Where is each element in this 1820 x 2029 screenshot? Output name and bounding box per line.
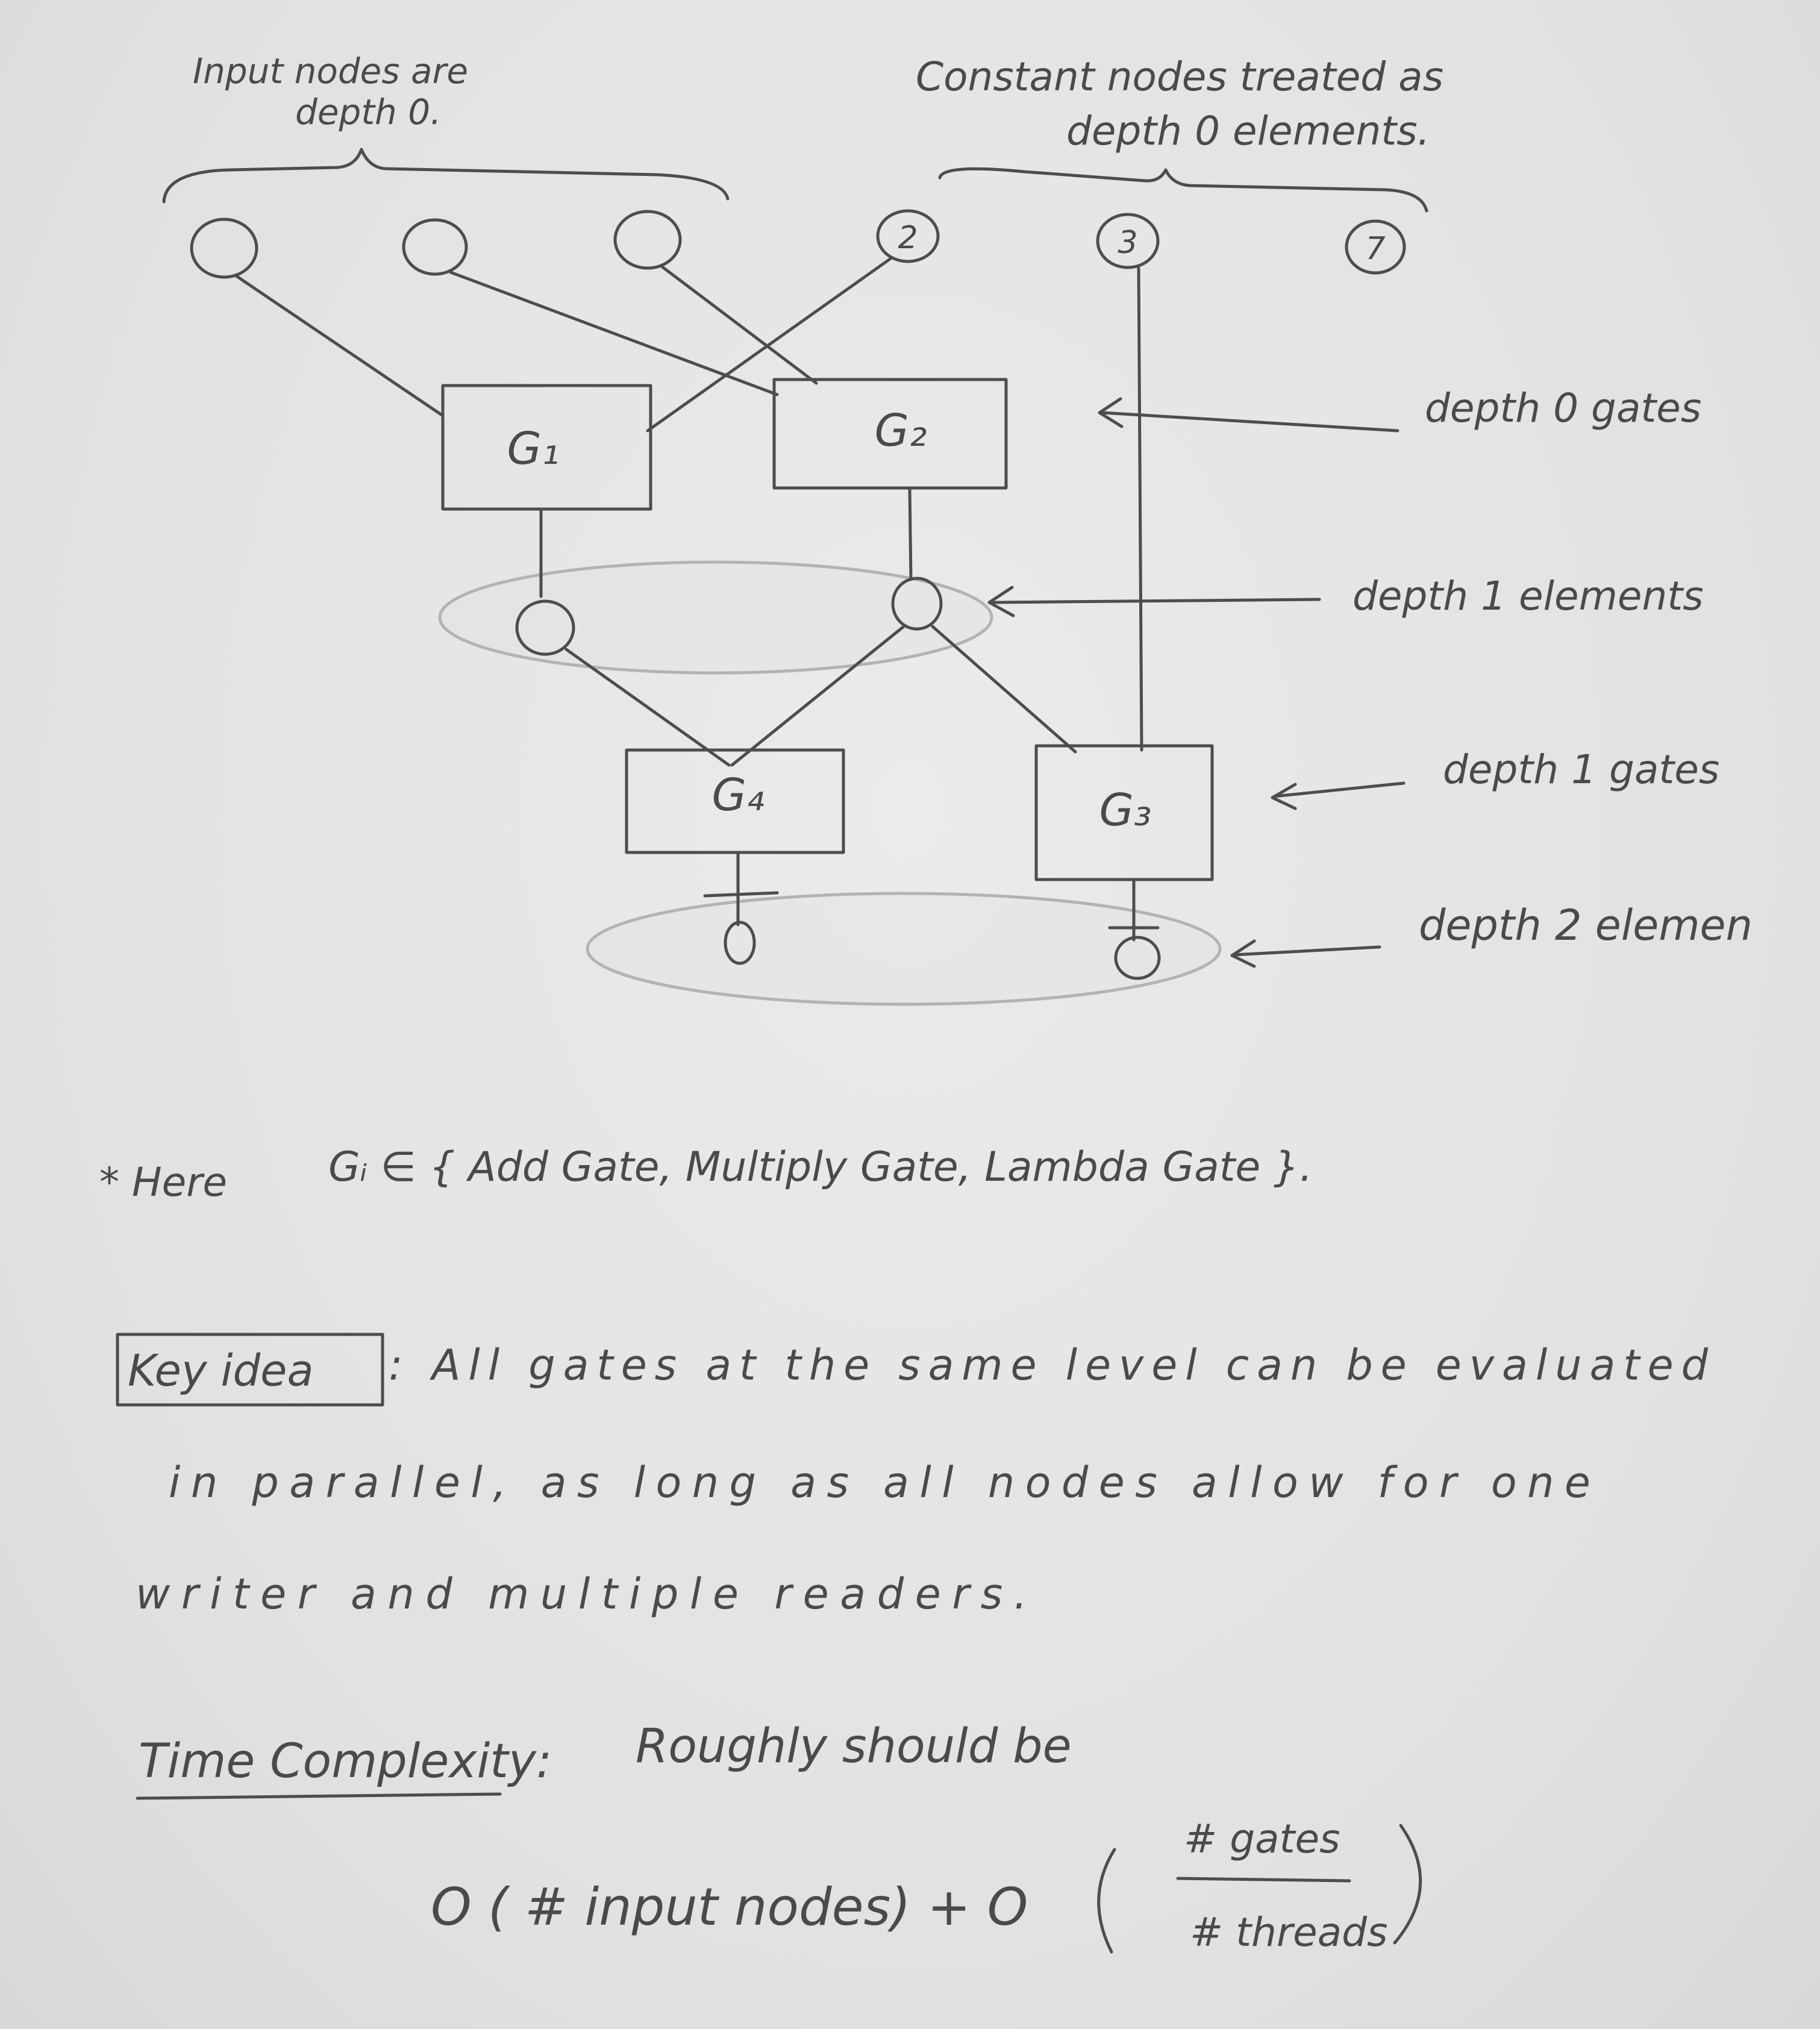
formula-close-paren bbox=[1393, 1824, 1422, 1945]
input-nodes-brace bbox=[162, 148, 730, 204]
depth1-node-g1-output bbox=[515, 599, 575, 656]
wire-input3-to-g2 bbox=[660, 264, 818, 385]
wire-node2-to-g3 bbox=[931, 625, 1077, 754]
wire-g4-down bbox=[703, 851, 779, 927]
wire-node1-to-g4 bbox=[564, 648, 731, 767]
depth0-gates-label: depth 0 gates bbox=[1425, 385, 1701, 431]
depth2-node-g4-output bbox=[724, 921, 756, 965]
wire-const2-to-g1 bbox=[646, 256, 893, 433]
constant-node-3 bbox=[1096, 213, 1160, 269]
wire-g2-down bbox=[908, 486, 913, 581]
complexity-formula-left: O ( # input nodes) + O bbox=[431, 1877, 1028, 1937]
input-node-2 bbox=[402, 218, 468, 276]
constant-node-3-label: 3 bbox=[1118, 225, 1137, 261]
gate-g3 bbox=[1034, 744, 1214, 881]
wire-const3-to-g3 bbox=[1137, 266, 1143, 752]
depth1-node-g2-output bbox=[891, 577, 943, 631]
formula-fraction-bar bbox=[1176, 1877, 1351, 1883]
gate-g1-label: G₁ bbox=[507, 423, 559, 475]
arrow-depth1-elements bbox=[987, 586, 1321, 617]
gate-set-note: Gᵢ ∈ { Add Gate, Multiply Gate, Lambda G… bbox=[328, 1143, 1313, 1191]
depth1-gates-label: depth 1 gates bbox=[1443, 746, 1719, 793]
gate-g2 bbox=[772, 378, 1008, 490]
input-nodes-annotation-line2: depth 0. bbox=[295, 92, 442, 133]
time-complexity-underline bbox=[136, 1792, 502, 1800]
constant-nodes-annotation-line2: depth 0 elements. bbox=[1066, 108, 1430, 154]
constant-node-7-label: 7 bbox=[1365, 231, 1385, 267]
complexity-formula-denominator: # threads bbox=[1190, 1909, 1387, 1956]
wire-input2-to-g2 bbox=[449, 270, 779, 396]
key-idea-line2: in parallel, as long as all nodes allow … bbox=[169, 1458, 1590, 1507]
gate-g1 bbox=[441, 384, 652, 511]
depth1-elements-highlight bbox=[438, 560, 993, 675]
wire-node2-to-g4 bbox=[730, 625, 905, 767]
complexity-formula-numerator: # gates bbox=[1184, 1816, 1340, 1862]
input-nodes-annotation-line1: Input nodes are bbox=[193, 51, 468, 92]
wire-g3-down bbox=[1108, 878, 1160, 942]
depth2-elements-label: depth 2 elemen bbox=[1419, 901, 1753, 950]
gate-g3-label: G₃ bbox=[1099, 784, 1151, 836]
depth2-node-g3-output bbox=[1114, 936, 1161, 980]
constant-node-2-label: 2 bbox=[898, 220, 918, 256]
constant-nodes-annotation-line1: Constant nodes treated as bbox=[916, 54, 1443, 100]
time-complexity-label: Time Complexity: bbox=[139, 1734, 552, 1789]
arrow-depth0-gates bbox=[1098, 397, 1399, 433]
key-idea-line1: : All gates at the same level can be eva… bbox=[389, 1340, 1709, 1390]
gate-g4-label: G₄ bbox=[711, 769, 764, 821]
key-idea-label: Key idea bbox=[128, 1345, 314, 1396]
arrow-depth2-elements bbox=[1230, 939, 1381, 968]
constant-node-7 bbox=[1345, 219, 1406, 275]
key-idea-line3: writer and multiple readers. bbox=[136, 1569, 1027, 1619]
gate-g4 bbox=[625, 748, 845, 854]
formula-open-paren bbox=[1097, 1848, 1116, 1954]
constant-nodes-brace bbox=[938, 167, 1428, 213]
time-complexity-text: Roughly should be bbox=[636, 1719, 1072, 1774]
constant-node-2 bbox=[876, 209, 940, 263]
here-note: * Here bbox=[99, 1159, 227, 1205]
input-node-1 bbox=[190, 217, 258, 279]
depth2-elements-highlight bbox=[586, 892, 1222, 1006]
arrow-depth1-gates bbox=[1271, 781, 1406, 810]
depth1-elements-label: depth 1 elements bbox=[1352, 573, 1704, 619]
wire-input1-to-g1 bbox=[234, 274, 445, 417]
input-node-3 bbox=[613, 210, 682, 270]
gate-g2-label: G₂ bbox=[874, 405, 927, 457]
key-idea-box bbox=[116, 1333, 384, 1407]
